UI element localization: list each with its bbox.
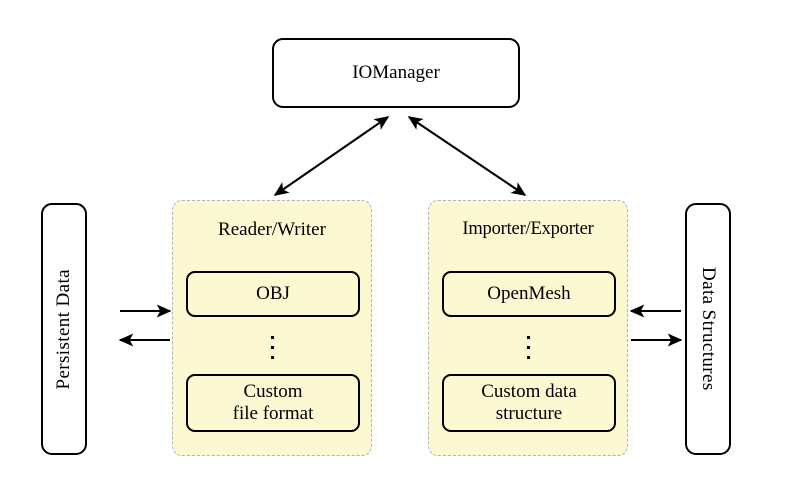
custom-file-format-line1: Custom — [243, 380, 303, 402]
node-custom-file-format-label: Custom file format — [233, 381, 314, 426]
arrow-iomanager-importerexporter — [407, 116, 527, 196]
ellipsis-dot — [270, 355, 274, 359]
node-custom-data-structure[interactable]: Custom data structure — [442, 374, 616, 432]
node-openmesh[interactable]: OpenMesh — [442, 271, 616, 317]
ellipsis-importer-exporter — [429, 327, 627, 367]
node-openmesh-label: OpenMesh — [487, 282, 571, 304]
node-data-structures[interactable]: Data Structures — [685, 203, 731, 455]
node-obj-label: OBJ — [256, 282, 290, 304]
node-persistent-data[interactable]: Persistent Data — [41, 203, 87, 455]
node-iomanager[interactable]: IOManager — [272, 38, 520, 108]
ellipsis-dot — [270, 335, 274, 339]
panel-importer-exporter[interactable]: Importer/Exporter OpenMesh Custom data s… — [428, 200, 628, 456]
node-iomanager-label: IOManager — [352, 62, 440, 83]
custom-data-structure-line2: structure — [495, 403, 563, 424]
panel-reader-writer[interactable]: Reader/Writer OBJ Custom file format — [172, 200, 372, 456]
arrow-iomanager-readerwriter — [273, 116, 390, 196]
ellipsis-dot — [526, 355, 530, 359]
ellipsis-dot — [526, 335, 530, 339]
ellipsis-reader-writer — [173, 327, 371, 367]
node-custom-data-structure-label: Custom data structure — [481, 381, 577, 426]
node-obj[interactable]: OBJ — [186, 271, 360, 317]
custom-data-structure-line1: Custom data — [481, 380, 577, 402]
node-custom-file-format[interactable]: Custom file format — [186, 374, 360, 432]
panel-reader-writer-title: Reader/Writer — [218, 219, 326, 240]
custom-file-format-line2: file format — [232, 403, 314, 424]
node-data-structures-label: Data Structures — [698, 267, 719, 391]
ellipsis-dot — [270, 345, 274, 349]
node-persistent-data-label: Persistent Data — [53, 268, 74, 390]
ellipsis-dot — [526, 345, 530, 349]
panel-importer-exporter-title: Importer/Exporter — [462, 219, 594, 239]
